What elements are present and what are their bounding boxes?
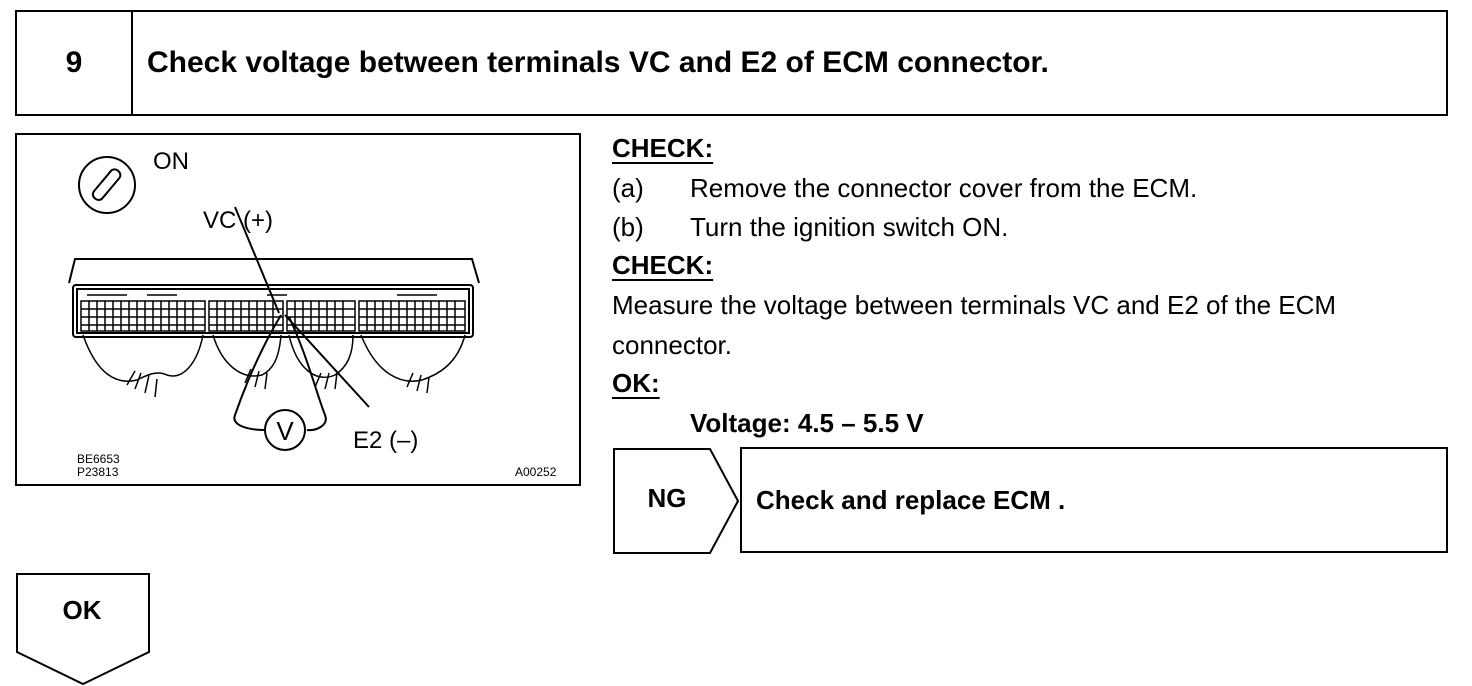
vc-terminal-label: VC (+): [203, 207, 274, 234]
step-b-letter: (b): [612, 212, 644, 242]
voltage-spec: Voltage: 4.5 – 5.5 V: [690, 408, 924, 438]
e2-terminal-label: E2 (–): [353, 427, 419, 454]
ok-label: OK: [62, 595, 102, 625]
ng-action-box: Check and replace ECM .: [740, 447, 1448, 553]
ignition-on-label: ON: [153, 148, 189, 175]
ecm-connector-illustration: V ON VC (+) E2 (–) BE6653 P23813 A00252: [15, 133, 581, 486]
wire-harness: [82, 334, 466, 398]
check-heading-1: CHECK:: [612, 133, 714, 163]
step-b-text: Turn the ignition switch ON.: [690, 212, 1009, 242]
step-a-letter: (a): [612, 173, 644, 203]
ecm-connector-drawing: V: [68, 156, 480, 451]
connector-blocks: [80, 294, 466, 332]
ecm-housing: [68, 258, 480, 338]
ng-arrow: [613, 448, 740, 554]
step-header: 9 Check voltage between terminals VC and…: [15, 10, 1448, 116]
ref-code-2: P23813: [77, 465, 119, 479]
measure-line-2: connector.: [612, 330, 732, 360]
ignition-key-icon: [78, 156, 136, 214]
ng-action-text: Check and replace ECM .: [756, 484, 1066, 515]
ref-code-1: BE6653: [77, 452, 120, 466]
step-title: Check voltage between terminals VC and E…: [147, 46, 1049, 79]
measure-line-1: Measure the voltage between terminals VC…: [612, 290, 1337, 320]
figure-code: A00252: [515, 465, 557, 479]
probe-leads: [233, 206, 370, 432]
voltmeter-symbol: V: [276, 416, 294, 446]
ok-arrow: [16, 573, 150, 686]
ng-label: NG: [647, 483, 687, 513]
ok-heading: OK:: [612, 368, 660, 398]
check-heading-2: CHECK:: [612, 250, 714, 280]
step-number: 9: [17, 12, 133, 114]
voltmeter-icon: [264, 409, 306, 451]
step-a-text: Remove the connector cover from the ECM.: [690, 173, 1198, 203]
